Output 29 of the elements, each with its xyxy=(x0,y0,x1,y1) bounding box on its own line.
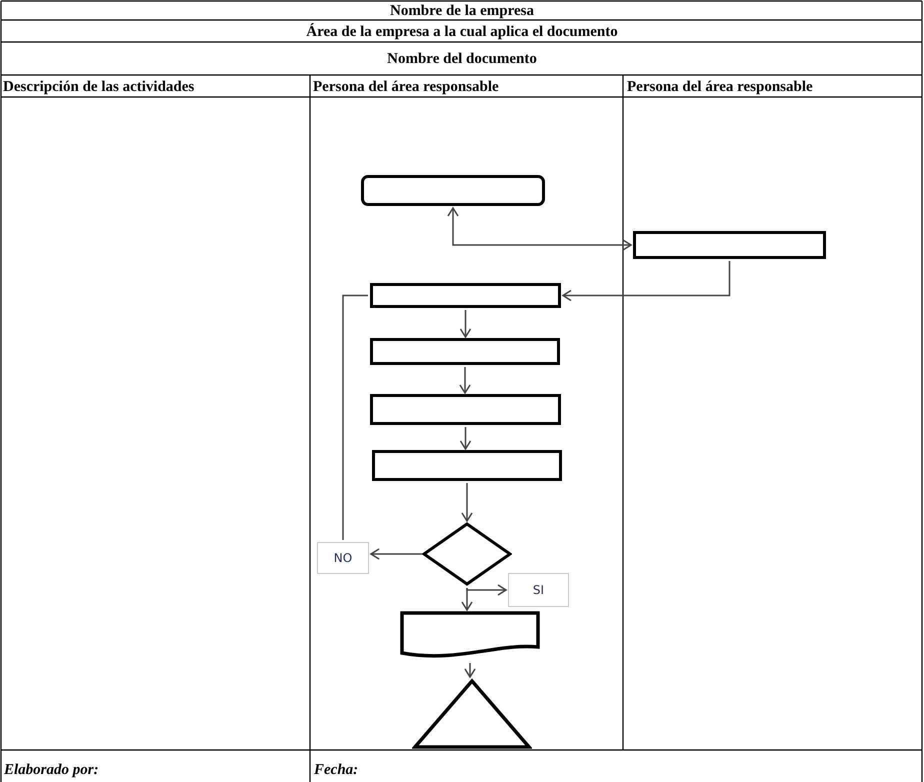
edge-label: SI xyxy=(508,573,569,607)
arrow xyxy=(466,584,507,596)
start-box xyxy=(361,175,545,206)
arrow xyxy=(370,548,422,560)
arrow xyxy=(460,427,472,450)
column-header: Persona del área responsable xyxy=(627,78,814,96)
process-box xyxy=(370,283,561,308)
table-title: Nombre de la empresa xyxy=(388,2,535,20)
connector-line xyxy=(342,294,368,540)
process-box xyxy=(370,338,560,365)
arrow xyxy=(459,367,471,394)
arrow xyxy=(460,310,472,338)
end-triangle xyxy=(412,678,532,750)
arrow xyxy=(461,483,473,522)
footer-field: Fecha: xyxy=(314,761,358,779)
process-box xyxy=(370,394,561,425)
arrow xyxy=(464,663,476,678)
arrow xyxy=(461,588,473,611)
footer-field: Elaborado por: xyxy=(4,761,99,779)
document-title: Nombre del documento xyxy=(386,50,538,68)
process-box xyxy=(372,450,562,481)
decision-diamond xyxy=(422,522,512,586)
edge-label: NO xyxy=(317,542,369,574)
column-header: Descripción de las actividades xyxy=(3,78,196,96)
arrow xyxy=(562,261,730,302)
process-box xyxy=(633,231,826,259)
table-subtitle: Área de la empresa a la cual aplica el documento xyxy=(305,23,619,41)
arrow xyxy=(447,207,632,251)
column-header: Persona del área responsable xyxy=(313,78,500,96)
